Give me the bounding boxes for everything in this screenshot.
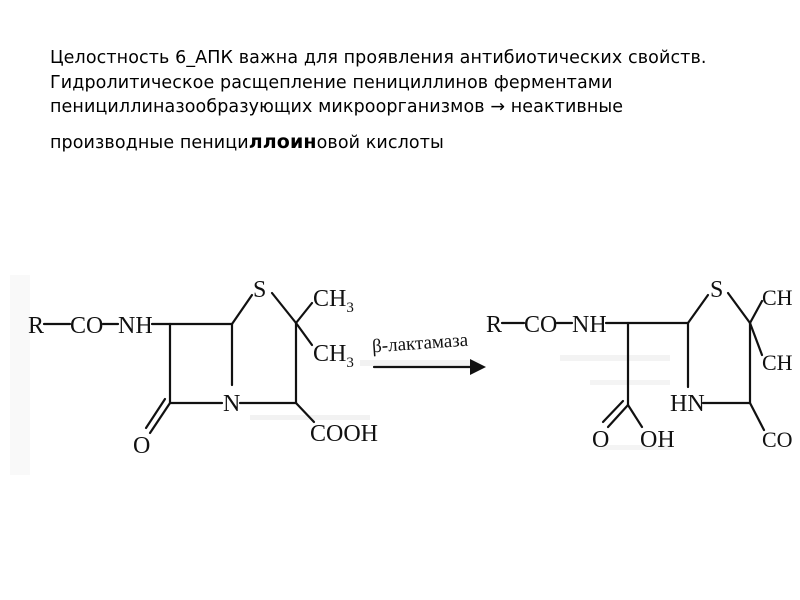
- products-text-end: овой кислоты: [316, 132, 444, 153]
- penicillin-structure: R CO NH N O S CH3 CH3 COOH: [28, 277, 378, 459]
- right-ch-mid: CH: [762, 350, 793, 375]
- left-n-label: N: [223, 391, 240, 417]
- left-co-label: CO: [70, 313, 103, 339]
- reaction-arrow: β-лактамаза: [371, 330, 486, 375]
- right-ch-top: CH: [762, 285, 793, 310]
- right-r-label: R: [486, 312, 502, 338]
- left-ch3-bottom: CH3: [313, 341, 354, 371]
- left-o-label: O: [133, 433, 150, 459]
- right-co-label: CO: [524, 312, 557, 338]
- statement-products: производные пенициллоиновой кислоты: [50, 130, 785, 156]
- products-text-highlight: ллоин: [248, 130, 317, 153]
- left-r-label: R: [28, 313, 44, 339]
- left-s-label: S: [253, 277, 266, 303]
- slide-text: Целостность 6_АПК важна для проявления а…: [50, 46, 785, 155]
- right-co-cut: CO: [762, 427, 793, 452]
- right-o-label: O: [592, 427, 609, 453]
- penicilloic-acid-structure: R CO NH O OH S HN CH CH CO: [486, 277, 793, 453]
- right-nh-label: NH: [572, 312, 607, 338]
- left-nh-label: NH: [118, 313, 153, 339]
- statement-integrity: Целостность 6_АПК важна для проявления а…: [50, 48, 707, 68]
- right-oh-label: OH: [640, 427, 675, 453]
- left-ch3-top: CH3: [313, 286, 354, 316]
- products-text-start: производные пеници: [50, 132, 249, 153]
- right-hn-label: HN: [670, 391, 705, 417]
- left-cooh-label: COOH: [310, 421, 378, 447]
- arrow-head: [470, 359, 486, 375]
- reaction-scheme: R CO NH N O S CH3 CH3 COOH β-лактамаза: [10, 275, 793, 475]
- right-s-label: S: [710, 277, 723, 303]
- beta-lactamase-label: β-лактамаза: [371, 330, 469, 358]
- statement-hydrolysis: Гидролитическое расщепление пенициллинов…: [50, 72, 624, 118]
